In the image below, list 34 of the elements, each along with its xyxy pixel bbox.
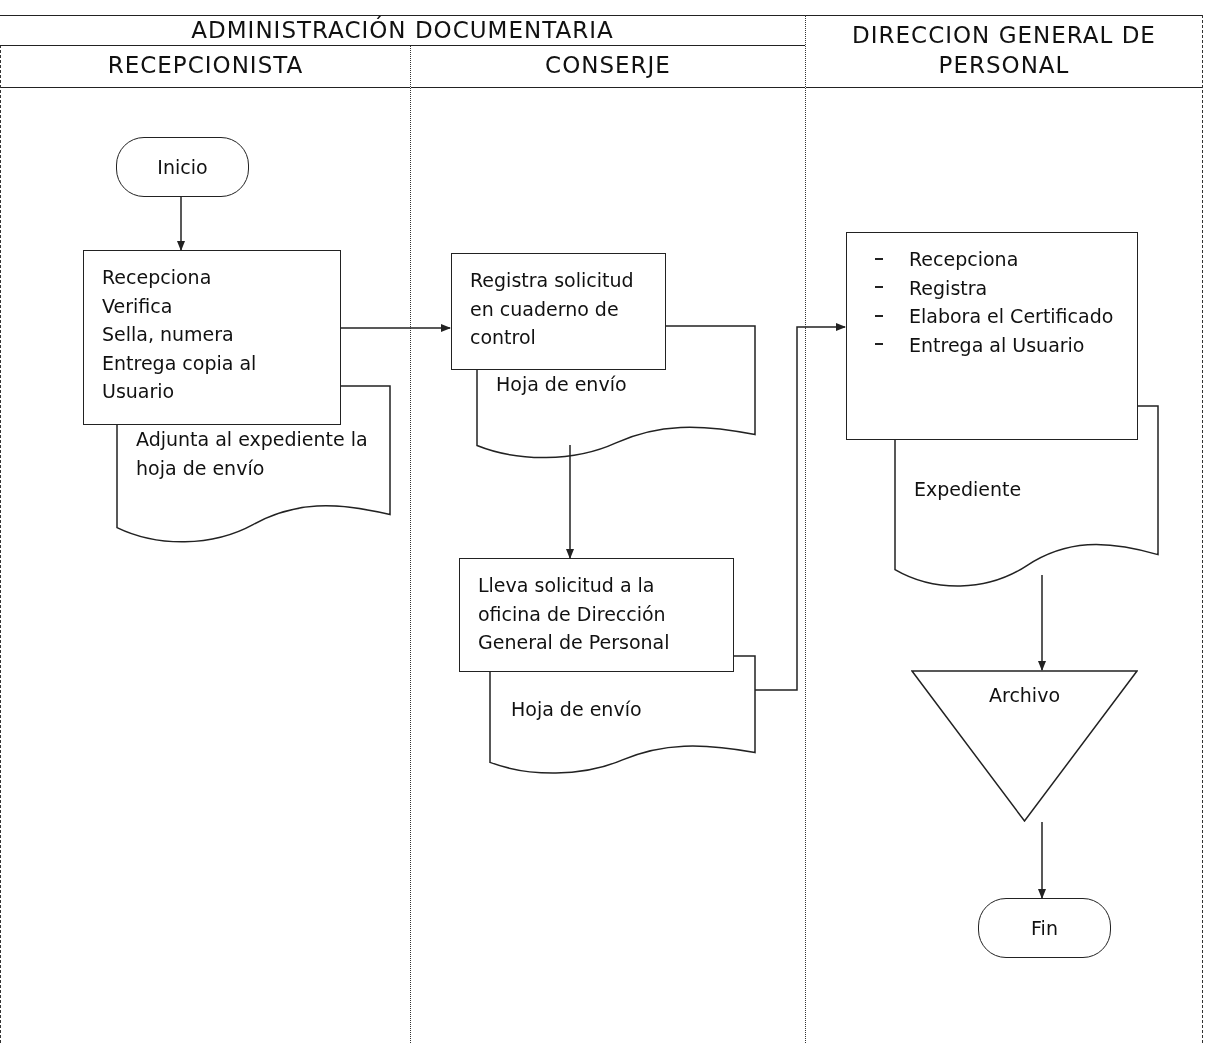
step-text: Recepciona xyxy=(909,247,1019,272)
lane-heading: DIRECCION GENERAL DE PERSONAL xyxy=(806,15,1202,88)
storage-text: Archivo xyxy=(988,684,1061,706)
process-box xyxy=(846,232,1138,440)
step-text: Verifica xyxy=(102,293,174,319)
step-text: Registra solicitud en cuaderno de control xyxy=(470,268,635,350)
swimlane xyxy=(0,45,410,1043)
document-text: Adjunta al expediente la hoja de envío xyxy=(136,427,369,481)
arrow xyxy=(1038,821,1046,899)
arrow xyxy=(566,444,574,559)
swimlane xyxy=(805,15,1203,1043)
step-text: Registra xyxy=(909,275,988,301)
lane-heading: CONSERJE xyxy=(411,45,805,88)
step-text: Entrega copia al Usuario xyxy=(102,350,258,404)
document-text: Hoja de envío xyxy=(496,372,628,397)
step-text: Recepciona xyxy=(102,265,213,290)
terminal-shape: Inicio xyxy=(116,137,249,197)
step-text: Lleva solicitud a la oficina de Dirección General de Personal xyxy=(478,573,671,655)
arrow xyxy=(177,196,185,251)
swimlane xyxy=(410,45,805,1043)
terminal-shape: Fin xyxy=(978,898,1111,958)
document-text: Hoja de envío xyxy=(511,697,643,722)
lane-heading: RECEPCIONISTA xyxy=(1,45,410,88)
step-text: Sella, numera xyxy=(102,322,235,347)
arrow xyxy=(1038,574,1046,671)
process-box xyxy=(459,558,734,672)
group-heading: ADMINISTRACIÓN DOCUMENTARIA xyxy=(0,15,805,46)
document-text: Expediente xyxy=(914,477,1023,502)
arrow xyxy=(754,323,846,691)
step-text: Elabora el Certificado xyxy=(909,304,1114,329)
process-box xyxy=(83,250,341,425)
step-text: Entrega al Usuario xyxy=(909,332,1085,358)
process-box xyxy=(451,253,666,370)
arrow xyxy=(339,324,451,332)
